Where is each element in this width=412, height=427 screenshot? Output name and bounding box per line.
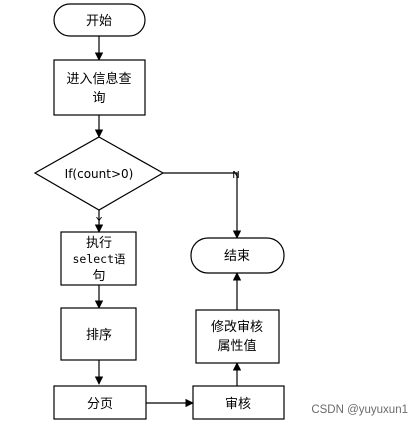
edge-label-yes: Y <box>95 216 103 227</box>
csdn-watermark: CSDN @yuyuxun1 <box>311 404 408 416</box>
node-modify-shape <box>195 309 280 364</box>
edge-decision-to-end <box>163 172 242 239</box>
node-sort-label: 排序 <box>86 328 112 343</box>
node-end-label: 结束 <box>224 249 250 264</box>
node-select-label-line3: 句 <box>92 269 105 284</box>
node-decision-label: If(count>0) <box>65 167 134 181</box>
node-query-label-line1: 进入信息查 <box>66 71 131 87</box>
node-query-label-line2: 询 <box>92 91 105 106</box>
node-sort: 排序 <box>60 307 137 361</box>
node-paging: 分页 <box>53 385 147 420</box>
node-end: 结束 <box>190 237 285 274</box>
node-start-shape <box>53 3 146 37</box>
node-review-shape <box>192 385 285 420</box>
node-review-label: 审核 <box>225 397 251 412</box>
node-select-label-line1: 执行 <box>86 236 112 251</box>
node-modify-label-line1: 修改审核 <box>211 320 263 335</box>
node-modify: 修改审核 属性值 <box>195 309 280 364</box>
node-decision: If(count>0) <box>33 136 165 211</box>
node-decision-shape <box>33 136 165 211</box>
node-select: 执行 select语 句 <box>60 231 137 286</box>
node-sort-shape <box>60 307 137 361</box>
node-end-shape <box>190 237 285 274</box>
node-start-label: 开始 <box>86 14 112 29</box>
node-paging-shape <box>53 385 147 420</box>
node-paging-label: 分页 <box>87 397 113 412</box>
node-modify-label-line2: 属性值 <box>217 338 256 354</box>
node-query-shape <box>53 59 146 116</box>
node-select-label-line2: select语 <box>72 252 126 266</box>
connectors <box>94 36 242 408</box>
node-query: 进入信息查 询 <box>53 59 146 116</box>
node-select-shape <box>60 231 137 286</box>
edge-label-no: N <box>232 170 239 181</box>
node-review: 审核 <box>192 385 285 420</box>
node-start: 开始 <box>53 3 146 37</box>
